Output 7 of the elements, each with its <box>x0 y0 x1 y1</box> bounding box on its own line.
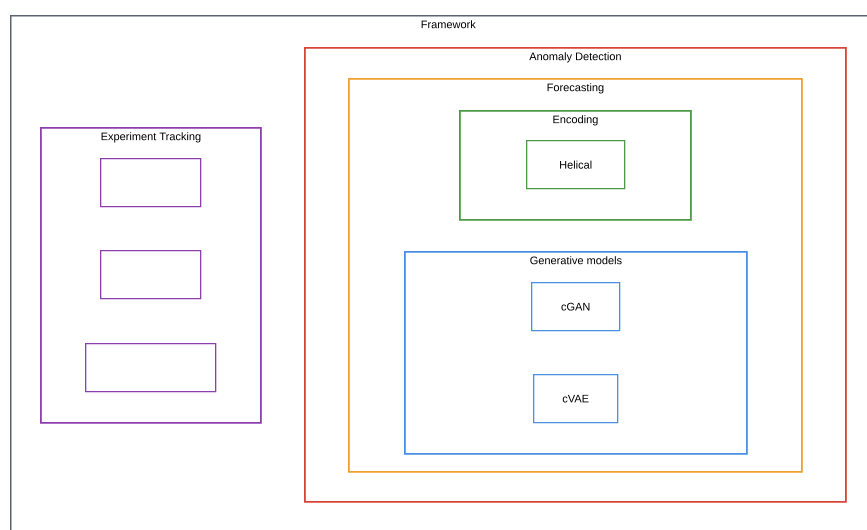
empty-box <box>100 158 202 208</box>
component-box: cVAE <box>533 374 618 424</box>
group-box: Experiment Tracking <box>40 127 262 424</box>
empty-box <box>85 343 216 392</box>
component-box: Helical <box>526 140 626 190</box>
empty-box <box>100 250 202 300</box>
component-box: cGAN <box>531 282 620 332</box>
